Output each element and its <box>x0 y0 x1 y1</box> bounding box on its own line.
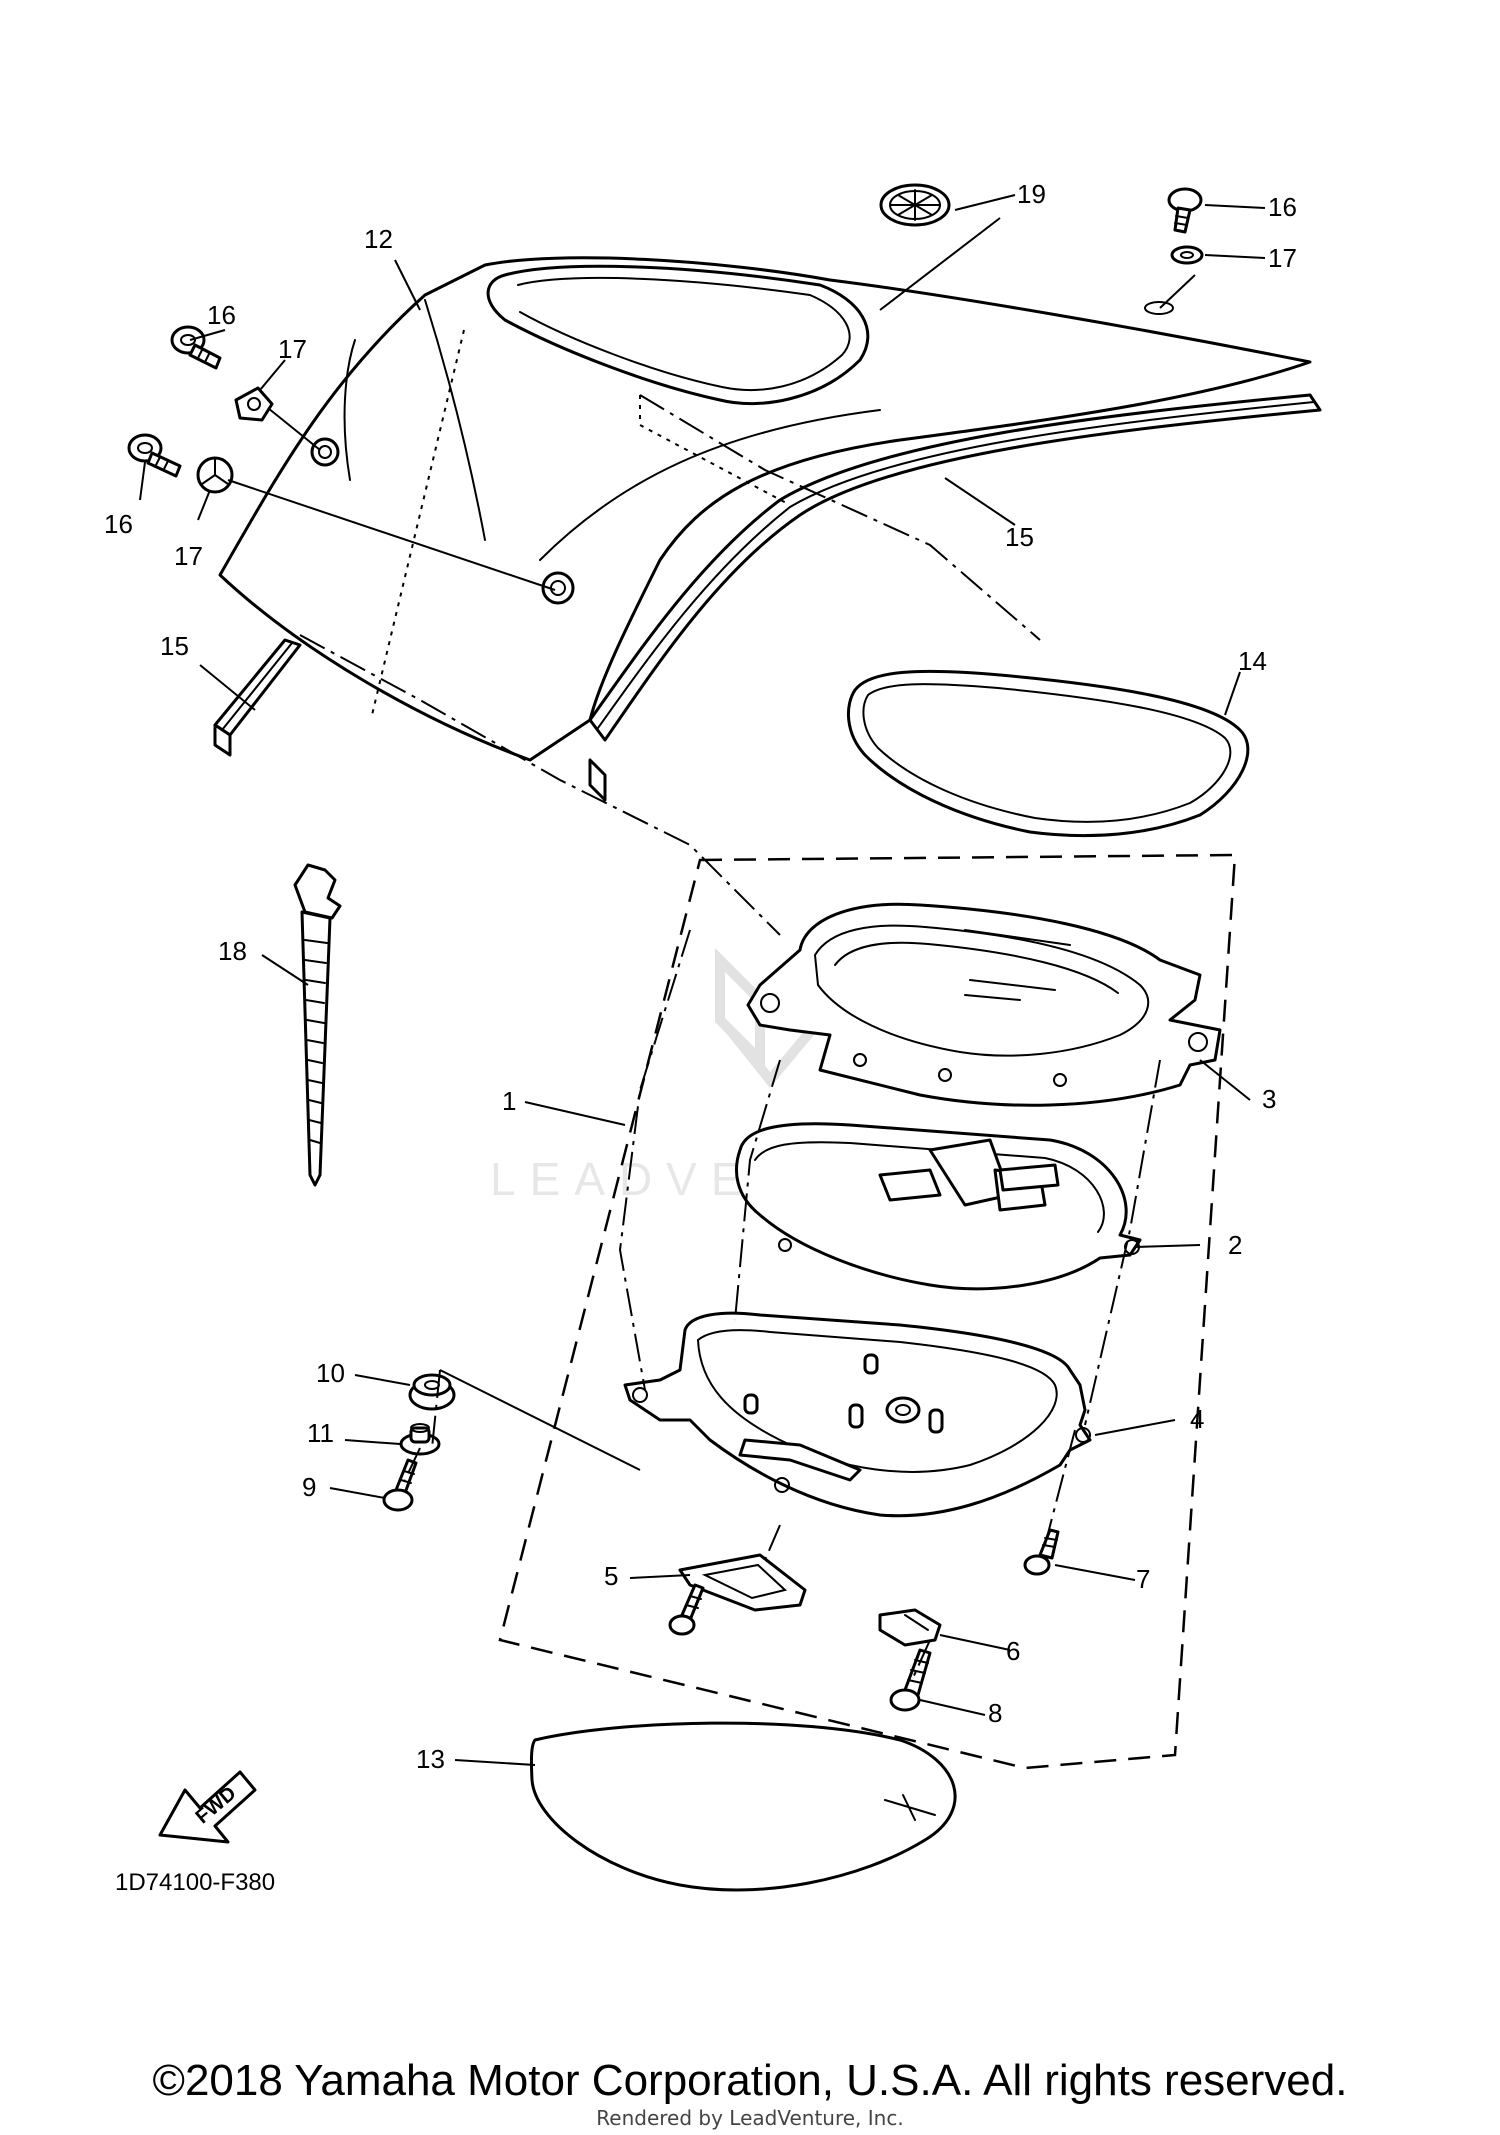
callout-16-upper-left: 16 <box>207 300 236 330</box>
callout-17-upper-left: 17 <box>278 334 307 364</box>
part-17-nut-lower-left <box>196 456 234 494</box>
part-19-grommet <box>879 183 951 227</box>
callout-18: 18 <box>218 936 247 966</box>
callout-1: 1 <box>502 1086 516 1116</box>
callout-9: 9 <box>302 1472 316 1502</box>
callout-4: 4 <box>1190 1404 1204 1434</box>
callout-3: 3 <box>1262 1084 1276 1114</box>
callout-10: 10 <box>316 1358 345 1388</box>
callout-8: 8 <box>988 1698 1002 1728</box>
callout-6: 6 <box>1006 1636 1020 1666</box>
callouts: 19 16 17 12 16 17 16 17 15 15 14 18 1 3 … <box>104 179 1297 1774</box>
callout-16-lower-left: 16 <box>104 509 133 539</box>
fwd-arrow-icon: FWD <box>158 1770 257 1844</box>
part-11-collar <box>399 1423 441 1456</box>
projection-lines <box>299 329 1161 1681</box>
part-18-cable-tie <box>293 863 342 1187</box>
callout-2: 2 <box>1228 1230 1242 1260</box>
part-14-gasket <box>846 669 1250 838</box>
leader-lines <box>139 194 1266 1766</box>
callout-19: 19 <box>1017 179 1046 209</box>
part-16-bolt-upper-left <box>170 325 222 370</box>
part-10-damper <box>408 1373 456 1411</box>
part-3-meter-case-upper <box>746 902 1222 1107</box>
part-17-nut-upper-left <box>234 386 274 422</box>
screw-near-part-5 <box>668 1583 705 1636</box>
part-2-meter-assembly <box>735 1122 1142 1291</box>
diagram-code: 1D74100-F380 <box>115 1869 275 1896</box>
callout-14: 14 <box>1238 646 1267 676</box>
callout-15-right: 15 <box>1005 522 1034 552</box>
callout-15-left: 15 <box>160 631 189 661</box>
callout-7: 7 <box>1136 1564 1150 1594</box>
callout-5: 5 <box>604 1561 618 1591</box>
part-12-meter-cover <box>218 256 1312 762</box>
callout-11: 11 <box>307 1418 334 1448</box>
part-8-screw <box>889 1648 932 1712</box>
part-5-bracket-plate <box>678 1553 807 1612</box>
part-1-assembly-boundary <box>498 853 1237 1770</box>
part-4-meter-case-lower <box>623 1311 1092 1518</box>
callout-12: 12 <box>364 224 393 254</box>
callout-17-top-right: 17 <box>1268 243 1297 273</box>
copyright-notice: ©2018 Yamaha Motor Corporation, U.S.A. A… <box>152 2056 1348 2105</box>
part-13-film <box>529 1721 957 1892</box>
part-15-trim-strip-left <box>213 638 302 757</box>
callout-17-lower-left: 17 <box>174 541 203 571</box>
part-16-bolt-lower-left <box>127 433 182 478</box>
part-16-bolt-top-right <box>1167 187 1203 234</box>
callout-13: 13 <box>416 1744 445 1774</box>
part-17-washer-top-right <box>1170 245 1204 265</box>
part-7-screw <box>1023 1528 1060 1576</box>
part-6-clip <box>878 1608 942 1647</box>
callout-16-top-right: 16 <box>1268 192 1297 222</box>
rendered-by-notice: Rendered by LeadVenture, Inc. <box>596 2106 904 2130</box>
